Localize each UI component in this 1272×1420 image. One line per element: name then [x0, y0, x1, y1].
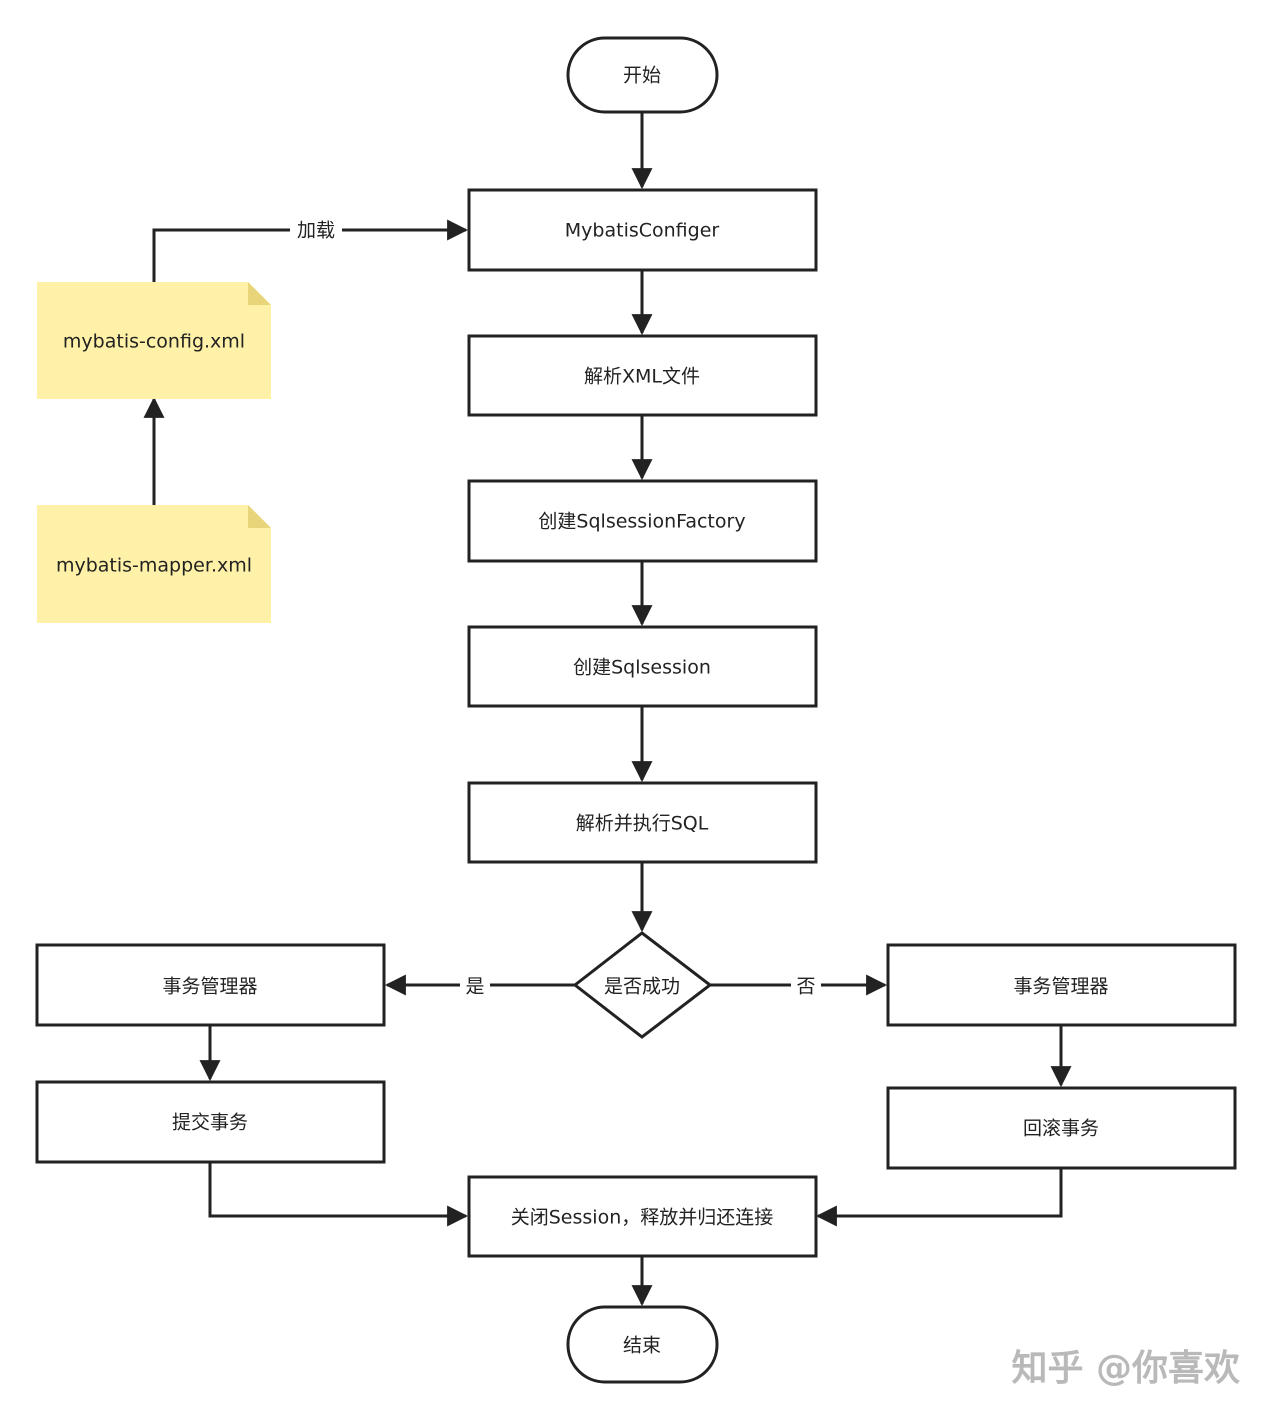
tx-manager-right-box [886, 943, 1237, 1027]
config-file-note [37, 282, 271, 399]
create-factory-box [467, 479, 818, 563]
decision-diamond [572, 931, 713, 1039]
configer-box [467, 188, 818, 272]
rollback-label: 回滚事务 [1023, 1118, 1099, 1140]
mapper-file-note [37, 505, 271, 623]
start-label: 开始 [623, 65, 661, 87]
configer-label: MybatisConfiger [565, 220, 720, 242]
end-label: 结束 [623, 1335, 661, 1357]
close-label: 关闭Session，释放并归还连接 [511, 1207, 774, 1229]
config-file-label: mybatis-config.xml [63, 331, 245, 353]
edges [143, 112, 1072, 1307]
create-session-label: 创建Sqlsession [573, 657, 711, 679]
rollback-box [886, 1086, 1237, 1170]
start-terminal [566, 36, 719, 114]
edge-label-no: 否 [796, 976, 815, 998]
edge-rollback-to-close [815, 1168, 1063, 1227]
edge-config-to-configer [152, 219, 469, 282]
commit-box [35, 1080, 386, 1164]
end-terminal [566, 1305, 719, 1384]
edge-label-yes: 是 [465, 976, 484, 998]
close-box [467, 1175, 818, 1258]
exec-sql-label: 解析并执行SQL [576, 813, 709, 835]
parse-xml-box [467, 334, 818, 417]
tx-manager-right-label: 事务管理器 [1013, 976, 1108, 998]
mapper-file-label: mybatis-mapper.xml [56, 555, 252, 577]
exec-sql-box [467, 781, 818, 864]
tx-manager-left-box [35, 943, 386, 1027]
commit-label: 提交事务 [172, 1112, 248, 1134]
edge-label-load: 加载 [297, 220, 335, 242]
parse-xml-label: 解析XML文件 [584, 366, 700, 388]
create-factory-label: 创建SqlsessionFactory [538, 511, 745, 533]
edge-commit-to-close [208, 1162, 469, 1227]
decision-label: 是否成功 [604, 976, 680, 998]
tx-manager-left-label: 事务管理器 [162, 976, 257, 998]
create-session-box [467, 625, 818, 708]
watermark-text: 知乎 @你喜欢 [1011, 1348, 1240, 1389]
